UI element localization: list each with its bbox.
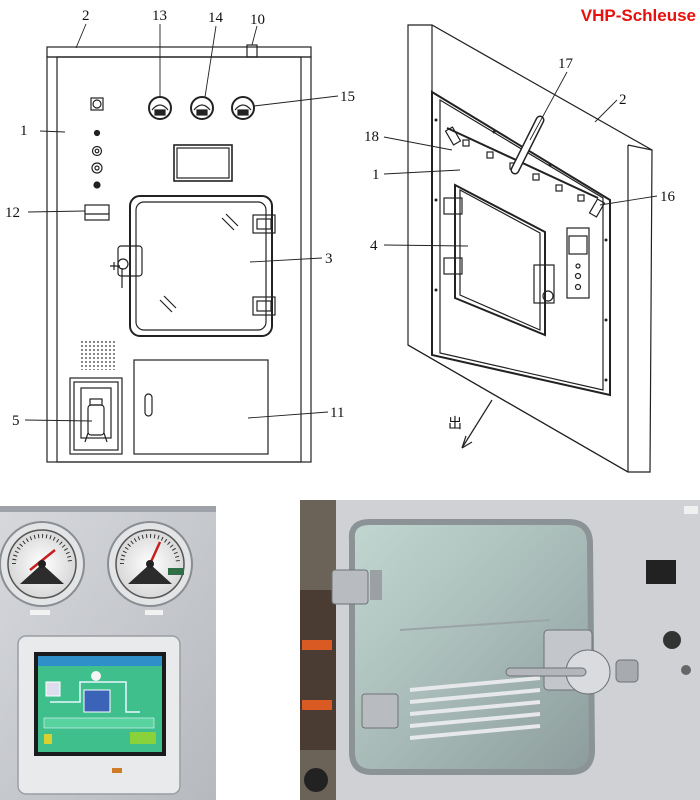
photo-hinge-bottom [361,693,399,729]
gauge-13 [148,96,172,120]
control-screen [173,144,233,182]
screws [434,118,608,382]
callout-5: 5 [12,413,20,429]
callout-16: 16 [660,189,676,205]
persp-hinge-top [443,197,463,215]
callout-18: 18 [364,129,379,145]
nozzles [462,139,585,202]
cabinet-inner-frame [56,56,302,463]
photo-gauge-left [0,521,85,607]
indicator-light-3 [91,162,103,174]
photo-hinge-top [331,569,369,605]
glass-window [348,519,596,775]
persp-leaders [383,71,658,247]
door-window [135,201,267,331]
gauge-15 [231,96,255,120]
door-frame [129,195,273,337]
exit-label: 出 [448,416,462,432]
exit-arrow [461,399,493,449]
persp-control-panel [566,227,590,299]
persp-callouts: 17 2 18 1 16 4 出 [364,56,676,432]
printer-slot [84,204,110,221]
indicator-light-1 [93,129,101,137]
photo-control-panel [0,506,216,800]
callout-4: 4 [370,238,378,254]
speaker-grille [80,340,116,370]
callout-11: 11 [330,405,344,421]
persp-handle [533,264,555,304]
front-view [46,44,312,463]
rotary-switch [90,97,104,111]
perspective-view [407,24,653,473]
front-callouts: 2 13 14 10 1 12 3 15 5 11 [5,8,355,429]
persp-door [454,183,546,337]
photo-indicator-box [646,560,676,584]
hinge-top [252,214,276,234]
callout-12: 12 [5,205,20,221]
callout-10: 10 [250,12,265,28]
callout-2-persp: 2 [619,92,627,108]
callout-1-persp: 1 [372,167,380,183]
indicator-light-4 [93,181,101,189]
callout-17: 17 [558,56,574,72]
photo-touchscreen [17,635,181,795]
hinge-bottom [252,296,276,316]
callout-15: 15 [340,89,355,105]
access-panel [133,359,269,455]
diagram-title: VHP-Schleuse [580,6,696,25]
callout-1: 1 [20,123,28,139]
wall-panel [407,24,653,473]
photo-gauge-right [107,521,193,607]
callout-3: 3 [325,251,333,267]
persp-hinge-bottom [443,257,463,275]
callout-13: 13 [152,8,167,24]
photo-glass-door [300,500,700,800]
pump-box [69,377,123,455]
callout-14: 14 [208,10,224,26]
indicator-light-2 [91,145,103,157]
technical-drawings: 2 13 14 10 1 12 3 15 5 11 [5,8,676,473]
callout-2: 2 [82,8,90,24]
part-16 [588,198,606,218]
door-handle [117,245,143,277]
gauge-14 [190,96,214,120]
part-18 [444,126,462,146]
top-flange [46,46,312,58]
shelf-rack [409,676,541,740]
front-leaders [24,23,339,422]
